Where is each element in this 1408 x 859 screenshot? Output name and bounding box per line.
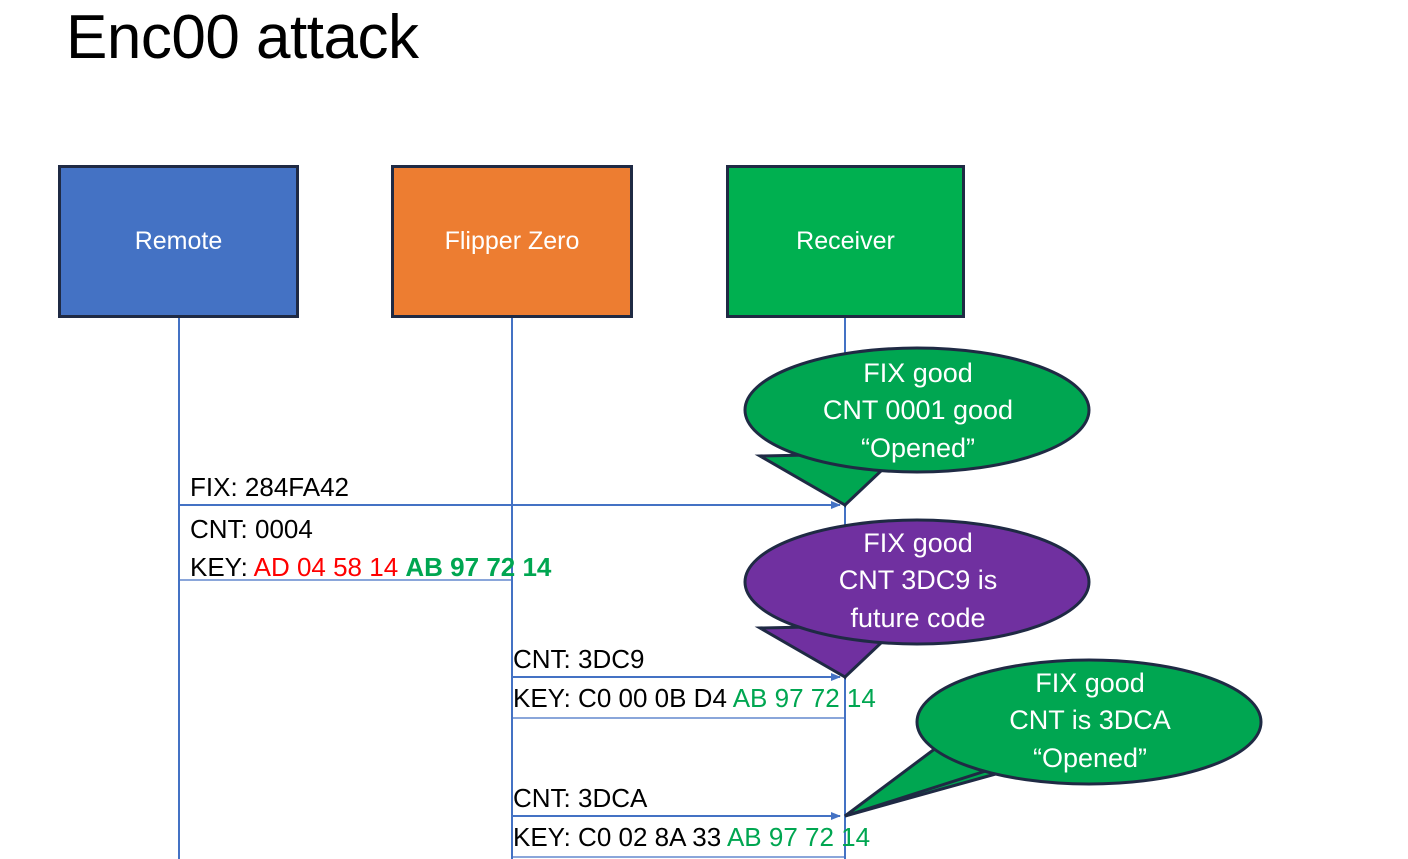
- key-2-green-bytes: AB 97 72 14: [732, 683, 876, 713]
- node-receiver-label: Receiver: [796, 227, 895, 255]
- key-1-green-bytes: AB 97 72 14: [405, 552, 552, 582]
- page-title: Enc00 attack: [66, 3, 419, 72]
- message-label-cnt-3: CNT: 3DCA: [513, 783, 648, 813]
- key-3-prefix: KEY: C0 02 8A 33: [513, 822, 727, 852]
- key-2-prefix: KEY: C0 00 0B D4: [513, 683, 733, 713]
- callout-bubble-3[interactable]: [844, 658, 1263, 818]
- key-1-red-bytes: AD 04 58 14: [253, 552, 399, 582]
- callout-bubble-1[interactable]: [743, 346, 1091, 508]
- message-label-key-3: KEY: C0 02 8A 33 AB 97 72 14: [513, 821, 870, 854]
- node-remote[interactable]: Remote: [58, 165, 299, 318]
- node-receiver[interactable]: Receiver: [726, 165, 965, 318]
- message-label-cnt-2: CNT: 3DC9: [513, 644, 645, 674]
- message-label-key-2: KEY: C0 00 0B D4 AB 97 72 14: [513, 682, 876, 715]
- message-label-key-1: KEY: AD 04 58 14 AB 97 72 14: [190, 551, 551, 584]
- message-label-cnt-1: CNT: 0004: [190, 514, 313, 544]
- node-remote-label: Remote: [134, 227, 223, 255]
- node-flipper-label: Flipper Zero: [444, 227, 580, 255]
- key-3-green-bytes: AB 97 72 14: [726, 822, 871, 852]
- node-flipper[interactable]: Flipper Zero: [391, 165, 633, 318]
- callout-bubble-2[interactable]: [743, 518, 1091, 680]
- message-label-fix-1: FIX: 284FA42: [190, 472, 349, 502]
- key-1-prefix: KEY:: [190, 552, 254, 582]
